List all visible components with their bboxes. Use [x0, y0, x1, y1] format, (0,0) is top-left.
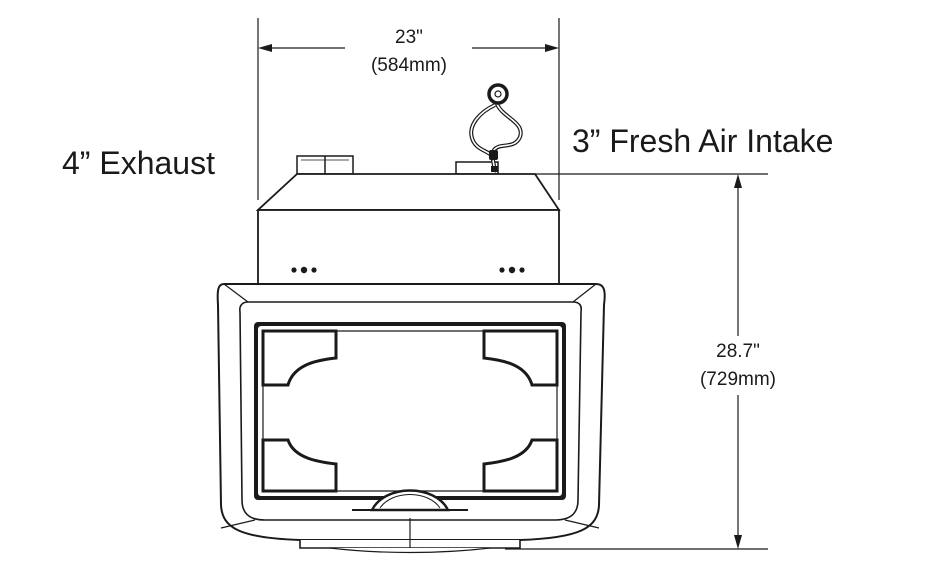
wire-ring-terminal-icon	[487, 83, 509, 105]
width-dimension	[257, 18, 560, 200]
housing-screw-holes-left	[291, 266, 317, 274]
height-inches-label: 28.7"	[716, 341, 760, 362]
height-mm-label: (729mm)	[700, 369, 776, 390]
wire-connector	[489, 150, 498, 172]
height-arrow-top	[734, 174, 742, 188]
corner-bracket-top-right	[482, 329, 559, 387]
firebox-housing	[255, 173, 561, 285]
intake-label: 3” Fresh Air Intake	[572, 123, 833, 159]
housing-screw-holes-right	[499, 266, 525, 274]
corner-bracket-bottom-left	[261, 438, 338, 493]
exhaust-label: 4” Exhaust	[62, 145, 215, 181]
width-arrow-right	[545, 44, 559, 52]
width-arrow-left	[258, 44, 272, 52]
corner-bracket-bottom-right	[482, 438, 559, 493]
height-dimension	[505, 173, 768, 550]
corner-bracket-top-left	[261, 329, 338, 387]
width-mm-label: (584mm)	[371, 55, 447, 76]
glass-window	[254, 322, 566, 500]
width-inches-label: 23"	[395, 27, 423, 48]
exhaust-collar	[296, 155, 354, 175]
door-latch-handle	[352, 489, 468, 512]
height-arrow-bottom	[734, 535, 742, 549]
